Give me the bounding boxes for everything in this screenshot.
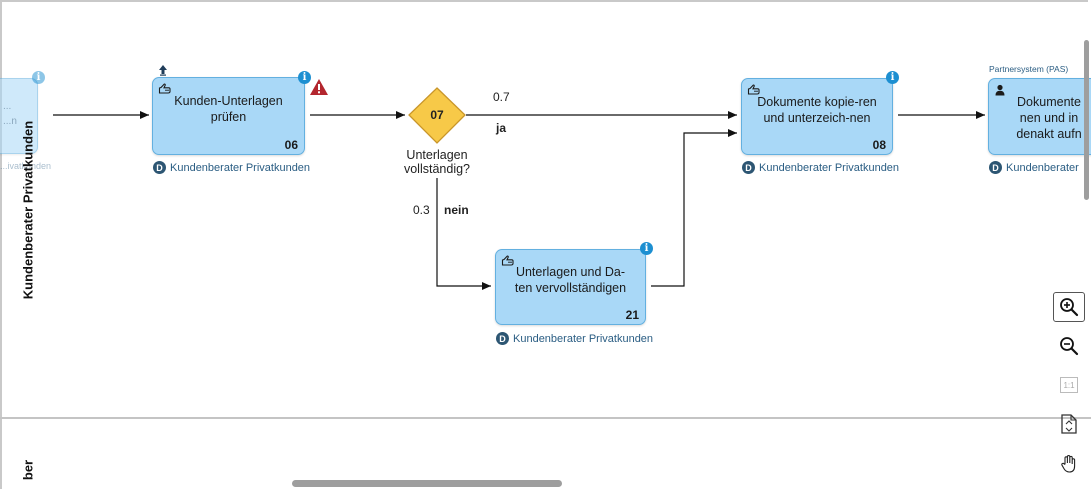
gateway-label: Unterlagen vollständig? [403,148,470,176]
partial-task-line2: ...n [3,116,17,127]
task-21-role: D Kundenberater Privatkunden [496,332,653,345]
role-badge-icon: D [496,332,509,345]
task-08-number: 08 [872,138,886,152]
zoom-toolbar: 1:1 [1049,288,1091,489]
fit-page-icon [1061,414,1077,434]
flow-no-label: nein [444,203,469,217]
canvas-border-top [0,0,1088,2]
flow-task-21-to-task-08[interactable] [651,129,737,287]
task-08[interactable]: Dokumente kopie-ren und unterzeich-nen 0… [741,78,893,155]
flow-yes-probability: 0.7 [493,90,510,104]
lane-separator [0,417,1091,419]
flow-yes-label: ja [496,121,507,135]
actual-size-button[interactable]: 1:1 [1053,370,1085,400]
task-06-label: Kunden-Unterlagen prüfen [174,94,283,124]
gateway-number: 07 [430,108,444,122]
info-icon[interactable]: i [32,71,45,84]
role-badge-icon: D [989,161,1002,174]
zoom-in-button[interactable] [1053,292,1085,322]
partial-task-line1: ... [3,101,12,112]
horizontal-scrollbar[interactable] [292,480,562,487]
task-21[interactable]: Unterlagen und Da-ten vervollständigen 2… [495,249,646,325]
flow-gateway-no[interactable] [436,178,491,290]
task-06-number: 06 [284,138,298,152]
task-partial-right-label: Dokumente nen und in denakt aufn [1016,95,1082,141]
manual-task-hand-icon [501,254,515,266]
role-badge-icon: D [153,161,166,174]
task-06-role: D Kundenberater Privatkunden [153,161,310,174]
info-icon[interactable]: i [298,71,311,84]
info-icon[interactable]: i [640,242,653,255]
zoom-in-icon [1060,298,1079,317]
task-08-role: D Kundenberater Privatkunden [742,161,899,174]
flow-no-probability: 0.3 [413,203,430,217]
task-08-label: Dokumente kopie-ren und unterzeich-nen [757,94,877,125]
task-21-number: 21 [625,308,639,322]
export-arrow-icon[interactable] [157,63,169,76]
actual-size-icon: 1:1 [1060,377,1078,393]
pan-button[interactable] [1053,449,1085,479]
role-badge-icon: D [742,161,755,174]
manual-task-hand-icon [747,83,761,95]
fit-page-button[interactable] [1053,409,1085,439]
manual-task-hand-icon [158,82,172,94]
zoom-out-icon [1060,337,1079,356]
pan-hand-icon [1061,455,1076,473]
vertical-scrollbar[interactable] [1084,40,1089,200]
task-system-label: Partnersystem (PAS) [989,64,1069,74]
warning-icon[interactable] [309,78,329,96]
role-partial-left: ...ivatkunden [0,161,52,171]
info-icon[interactable]: i [886,71,899,84]
task-21-label: Unterlagen und Da-ten vervollständigen [514,265,627,295]
task-partial-right[interactable]: Dokumente nen und in denakt aufn [988,78,1091,155]
task-06[interactable]: Kunden-Unterlagen prüfen 06 [152,77,305,155]
task-partial-right-role: D Kundenberater [989,161,1079,174]
gateway-diamond[interactable] [408,87,466,144]
zoom-out-button[interactable] [1053,331,1085,361]
user-task-person-icon [994,83,1006,96]
task-partial-left[interactable]: ... ...n [0,78,38,154]
canvas-border-left [0,0,2,489]
